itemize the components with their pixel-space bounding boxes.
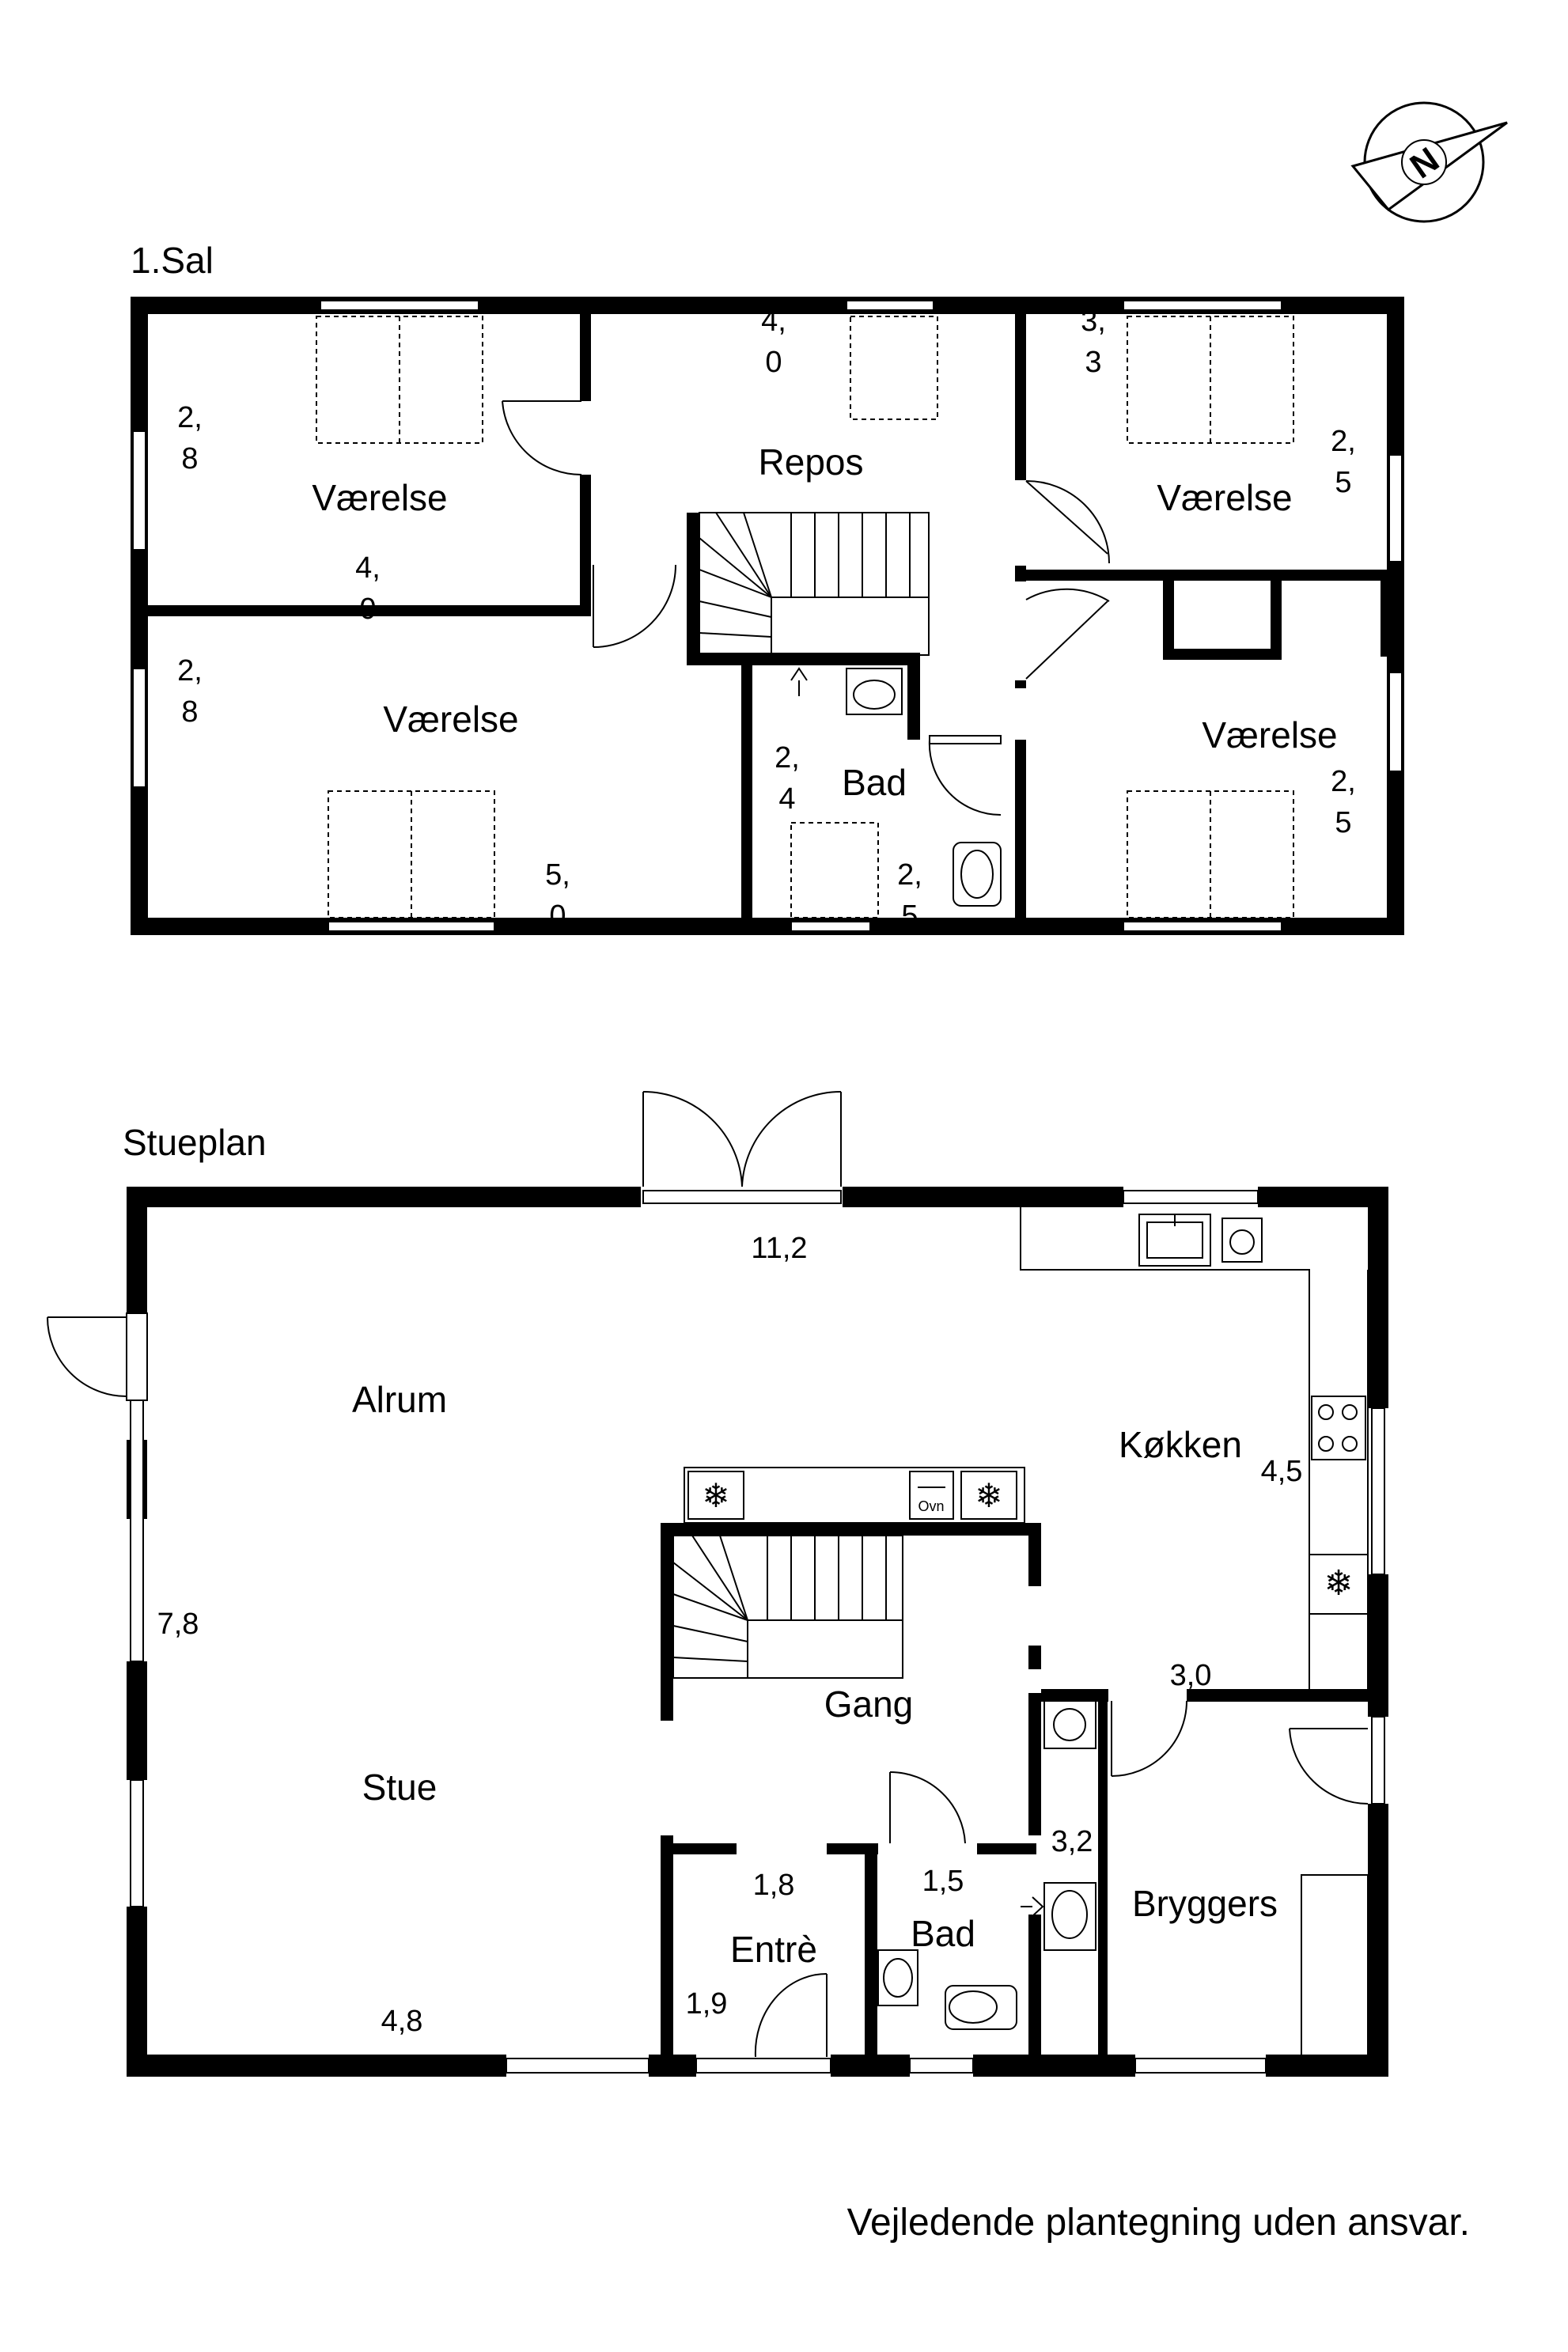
washing-machine-icon: [1043, 1700, 1096, 1749]
dim-kokken-d: 4,5: [1261, 1455, 1303, 1488]
room-label-bad-upper: Bad: [842, 762, 907, 803]
fridge-icon-kitchen: ❄: [1309, 1554, 1369, 1615]
dim-bad-h-2: 4: [778, 782, 795, 816]
fridge-icon-left: ❄: [687, 1471, 744, 1520]
dim-ne-w-1: 3,: [1081, 305, 1106, 338]
room-label-repos: Repos: [759, 441, 864, 483]
upper-dimension-labels: 2, 8 4, 0 2, 8 5, 0 4, 0 2, 4 2, 5 3, 3 …: [177, 305, 1356, 933]
dim-entre-w: 1,8: [753, 1869, 795, 1902]
dim-nw-h-1: 2,: [177, 401, 203, 434]
dim-top: 11,2: [751, 1232, 807, 1265]
room-label-bad-ground: Bad: [911, 1913, 975, 1954]
dim-stue-w: 4,8: [381, 2005, 423, 2038]
fridge-icon-right: ❄: [960, 1471, 1017, 1520]
disclaimer-text: Vejledende plantegning uden ansvar.: [847, 2202, 1470, 2244]
ground-floor-title: Stueplan: [123, 1122, 267, 1163]
kitchen-sink-icon: [1138, 1214, 1211, 1267]
bryggers-cabinet: [1301, 1874, 1369, 2058]
dim-w-w-1: 5,: [545, 858, 570, 892]
dim-repos-w-2: 0: [765, 346, 782, 379]
room-label-entre: Entrè: [730, 1929, 817, 1970]
svg-text:❄: ❄: [1324, 1564, 1354, 1603]
kitchen-counters: [684, 1207, 1369, 1689]
dim-e-h-1: 2,: [1331, 765, 1356, 798]
dim-west: 7,8: [157, 1608, 199, 1641]
dim-ne-h-1: 2,: [1331, 425, 1356, 458]
room-label-bryggers: Bryggers: [1132, 1883, 1278, 1924]
dim-bad-h-1: 2,: [775, 741, 800, 775]
upper-floor-title: 1.Sal: [131, 240, 214, 281]
ground-dimension-labels: 11,2 7,8 4,8 4,5 3,0 3,2 1,8 1,9 1,5: [157, 1232, 1303, 2038]
dim-w-w-2: 0: [549, 900, 566, 933]
oven-label: Ovn: [918, 1498, 944, 1514]
dim-nw-h-2: 8: [181, 442, 198, 475]
stove-icon: [1311, 1396, 1366, 1460]
upper-room-labels: Værelse Værelse Repos Bad Værelse Værels…: [312, 441, 1337, 803]
dim-ne-h-2: 5: [1335, 466, 1351, 499]
dim-bryggers-w: 3,0: [1170, 1659, 1212, 1692]
ground-doors: [47, 1090, 1369, 2058]
upper-stairs: [699, 512, 930, 656]
svg-text:❄: ❄: [702, 1477, 729, 1514]
ground-windows: [130, 1190, 1385, 2074]
upper-beds: [316, 316, 1294, 918]
room-label-vaerelse-e: Værelse: [1202, 714, 1337, 756]
dim-ne-w-2: 3: [1085, 346, 1101, 379]
ground-bath-fixtures: [877, 1882, 1096, 2030]
room-label-vaerelse-w: Værelse: [383, 699, 518, 740]
room-label-gang: Gang: [824, 1684, 914, 1725]
dim-entre-h: 1,9: [686, 1987, 728, 2021]
dim-bad-w-2: 5: [901, 900, 918, 933]
ground-floor-walls: [127, 1187, 1388, 2077]
svg-text:❄: ❄: [975, 1477, 1002, 1514]
room-label-stue: Stue: [362, 1767, 437, 1808]
dim-repos-w-1: 4,: [761, 305, 786, 338]
ground-stairs: [672, 1535, 903, 1679]
dishwasher-icon: [1221, 1218, 1263, 1263]
ground-room-labels: Alrum Stue Køkken Gang Entrè Bad Brygger…: [352, 1379, 1278, 1970]
dim-nw-w-2: 0: [359, 593, 376, 626]
upper-bath-fixtures: [790, 667, 1002, 907]
compass-icon: N: [1350, 101, 1508, 223]
oven-icon: Ovn: [909, 1471, 954, 1520]
room-label-alrum: Alrum: [352, 1379, 447, 1420]
room-label-vaerelse-nw: Værelse: [312, 477, 447, 518]
dim-nw-w-1: 4,: [355, 551, 381, 585]
room-label-vaerelse-ne: Værelse: [1157, 477, 1292, 518]
dim-e-h-2: 5: [1335, 806, 1351, 839]
dim-w-h-2: 8: [181, 695, 198, 729]
dim-bryggers-h: 3,2: [1051, 1825, 1093, 1858]
dim-w-h-1: 2,: [177, 654, 203, 687]
upper-windows: [132, 300, 1403, 932]
room-label-kokken: Køkken: [1119, 1424, 1242, 1465]
dim-bad-w: 1,5: [922, 1865, 964, 1898]
dim-bad-w-1: 2,: [897, 858, 922, 892]
upper-doors: [502, 400, 1110, 816]
